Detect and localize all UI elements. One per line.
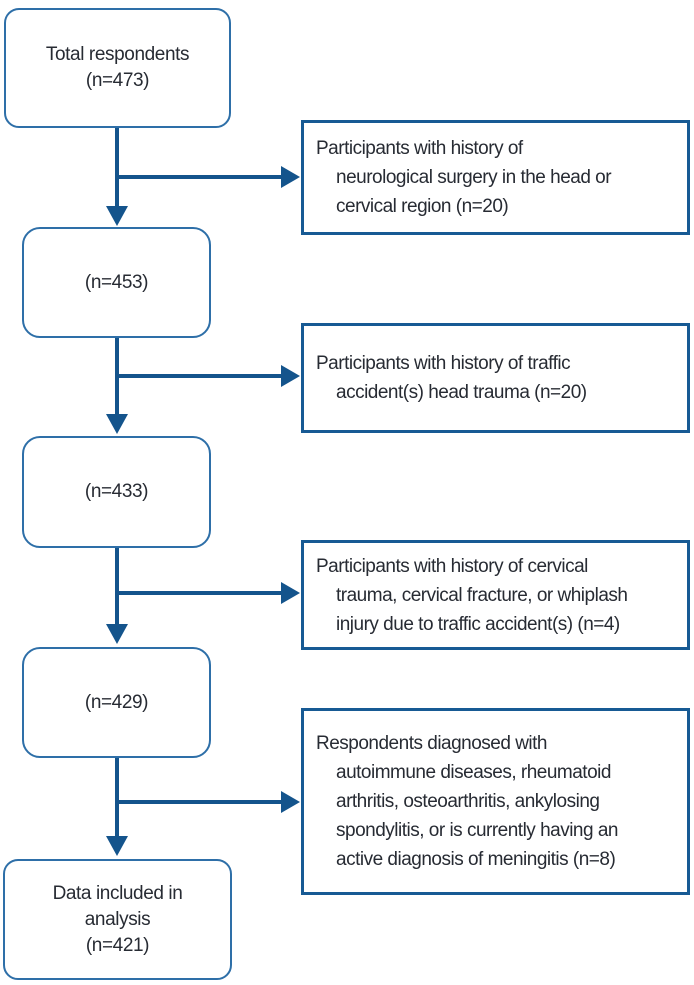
flow-box-data-included: Data included in analysis (n=421) bbox=[3, 859, 232, 980]
arrowhead-right-4 bbox=[281, 791, 300, 813]
flow-box-n453-label: (n=453) bbox=[84, 271, 149, 293]
exclusion-box-neurological-surgery: Participants with history of neurologica… bbox=[301, 120, 690, 235]
exclusion-box-diagnoses: Respondents diagnosed with autoimmune di… bbox=[301, 708, 690, 895]
flow-box-total-respondents-label: Total respondents (n=473) bbox=[45, 44, 190, 91]
arrowhead-right-1 bbox=[281, 166, 300, 188]
flow-box-n453: (n=453) bbox=[22, 227, 211, 338]
flow-box-total-respondents: Total respondents (n=473) bbox=[4, 8, 231, 128]
exclusion-box-cervical-trauma-label: Participants with history of cervical tr… bbox=[316, 555, 628, 635]
flow-box-n433: (n=433) bbox=[22, 436, 211, 548]
exclusion-box-cervical-trauma: Participants with history of cervical tr… bbox=[301, 540, 690, 650]
arrowhead-down-1 bbox=[106, 206, 128, 226]
exclusion-box-traffic-head-trauma: Participants with history of traffic acc… bbox=[301, 323, 690, 433]
exclusion-box-traffic-head-trauma-label: Participants with history of traffic acc… bbox=[316, 353, 587, 403]
flow-box-n429: (n=429) bbox=[22, 647, 211, 758]
arrowhead-down-4 bbox=[106, 836, 128, 856]
flow-box-data-included-label: Data included in analysis (n=421) bbox=[52, 882, 183, 956]
exclusion-box-neurological-surgery-label: Participants with history of neurologica… bbox=[316, 138, 612, 217]
flow-box-n429-label: (n=429) bbox=[84, 691, 149, 713]
arrowhead-right-2 bbox=[281, 365, 300, 387]
exclusion-box-diagnoses-label: Respondents diagnosed with autoimmune di… bbox=[316, 733, 618, 870]
arrowhead-down-2 bbox=[106, 414, 128, 434]
arrowhead-right-3 bbox=[281, 582, 300, 604]
flow-box-n433-label: (n=433) bbox=[84, 481, 149, 502]
arrowhead-down-3 bbox=[106, 624, 128, 644]
